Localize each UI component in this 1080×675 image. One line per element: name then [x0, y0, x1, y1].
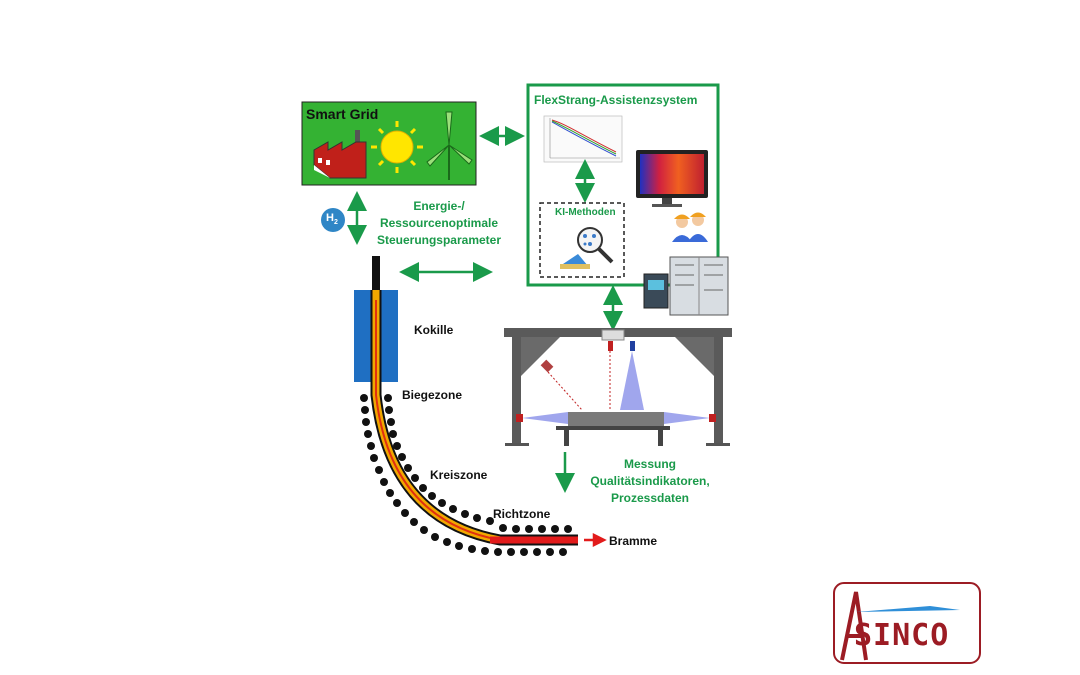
continuous-caster: [354, 256, 607, 556]
chart-thumbnail: [543, 115, 623, 163]
hydrogen-icon: [321, 208, 345, 232]
control-cabinet-icon: [643, 256, 729, 316]
slab-label: Bramme: [609, 534, 658, 548]
asinco-logo: [833, 582, 981, 664]
operators-icon: [672, 212, 708, 242]
ki-methods-box: [539, 202, 625, 278]
slab-arrow: [584, 532, 607, 548]
measurement-label: Messung Qualitätsindikatoren, Prozessdat…: [590, 457, 710, 505]
assistant-title: FlexStrang-Assistenzsystem: [534, 93, 698, 107]
smart-grid-box: [301, 101, 477, 186]
rollers: [360, 394, 572, 556]
circle-zone-label: Kreiszone: [430, 468, 488, 482]
monitor-heatmap-icon: [636, 150, 708, 207]
straighten-zone-label: Richtzone: [493, 507, 551, 521]
measurement-frame: [504, 328, 732, 446]
bend-zone-label: Biegezone: [402, 388, 463, 402]
logo-text: SINCO: [854, 618, 950, 653]
smart-grid-title: Smart Grid: [306, 106, 379, 122]
sun-icon: [371, 121, 423, 173]
ki-methods-title: KI-Methoden: [555, 207, 616, 218]
control-parameter-label: Energie-/ Ressourcenoptimale Steuerungsp…: [376, 199, 502, 247]
magnifier-network-icon: [560, 227, 614, 269]
wind-turbine-icon: [426, 111, 473, 180]
mold-label: Kokille: [414, 323, 454, 337]
factory-icon: [313, 130, 367, 179]
hydrogen-label: H2: [326, 212, 338, 227]
